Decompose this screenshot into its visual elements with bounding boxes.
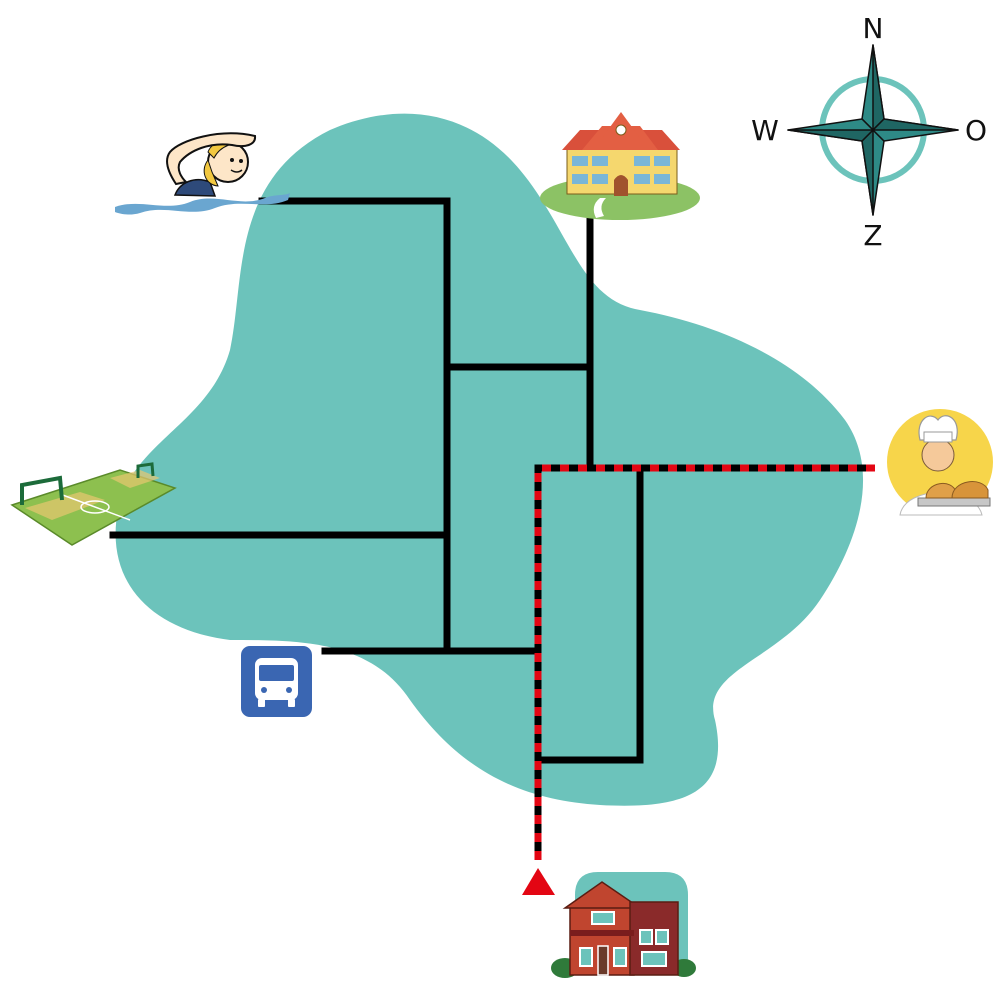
football-field-icon xyxy=(10,462,177,546)
school-icon xyxy=(540,112,700,220)
highlighted-route xyxy=(534,464,875,860)
compass-west-label: W xyxy=(751,114,779,147)
bus-icon xyxy=(241,646,312,717)
roads xyxy=(109,197,644,764)
red-triangle-icon xyxy=(522,868,555,895)
baker-icon xyxy=(887,409,993,516)
compass-south-label: Z xyxy=(863,219,882,252)
compass-east-label: O xyxy=(965,114,987,147)
house-icon xyxy=(551,872,696,978)
swimmer-icon xyxy=(115,132,290,215)
compass-rose: N W O Z xyxy=(751,12,987,252)
map-area xyxy=(115,113,864,806)
compass-north-label: N xyxy=(863,12,884,45)
